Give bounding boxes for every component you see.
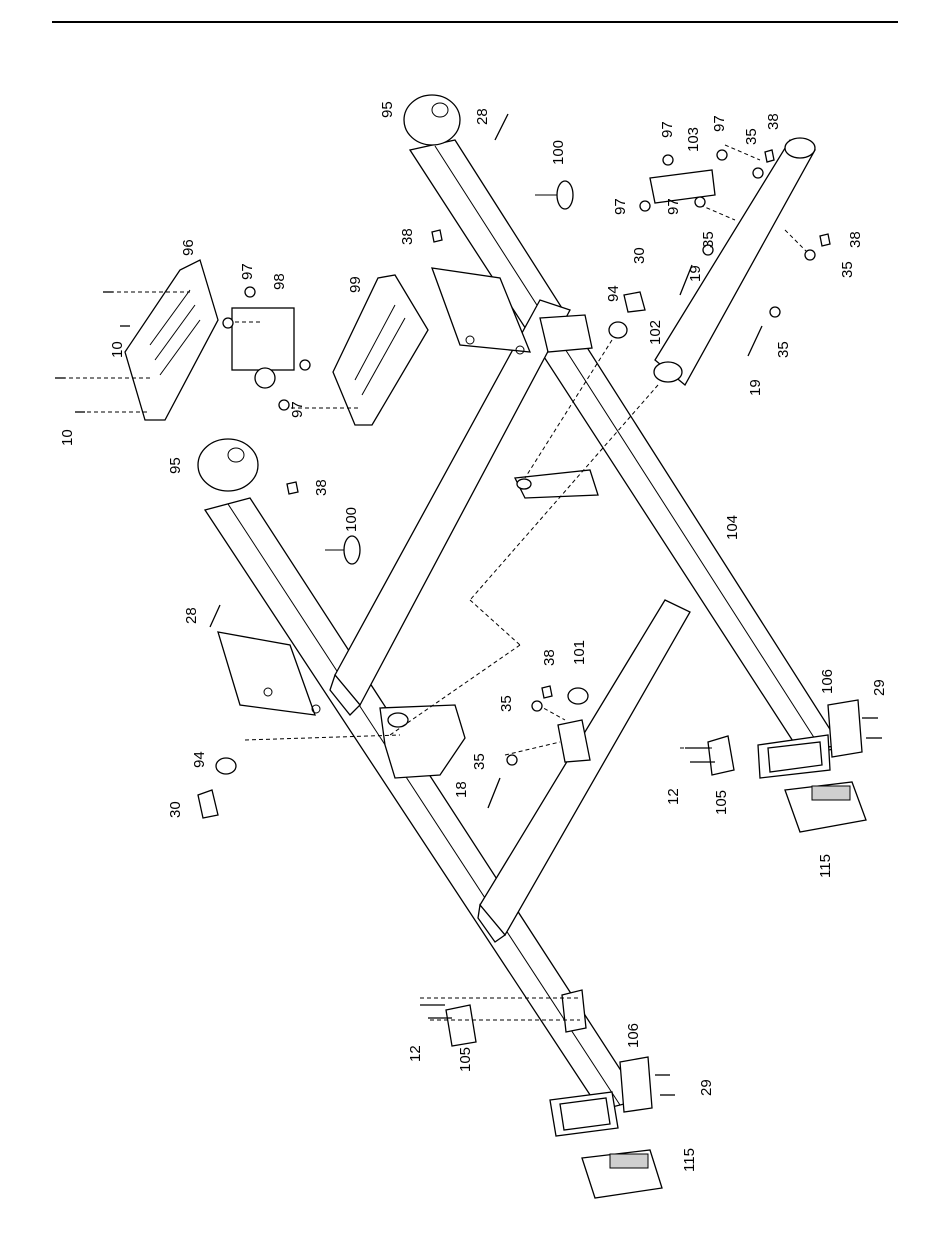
clamp-105-right bbox=[708, 736, 734, 775]
part-label: 38 bbox=[313, 479, 330, 496]
bolt-28-top bbox=[495, 114, 508, 140]
part-label: 19 bbox=[747, 379, 764, 396]
part-label: 100 bbox=[343, 507, 360, 532]
part-label: 95 bbox=[167, 457, 184, 474]
part-label: 18 bbox=[453, 781, 470, 798]
part-label: 38 bbox=[847, 231, 864, 248]
part-label: 35 bbox=[700, 231, 717, 248]
clamp-105-left bbox=[446, 1005, 476, 1046]
part-label: 97 bbox=[289, 401, 306, 418]
cover-99 bbox=[333, 275, 428, 425]
washer-94-left bbox=[216, 758, 236, 774]
part-label: 29 bbox=[871, 679, 888, 696]
part-label: 19 bbox=[687, 265, 704, 282]
knob-30-left bbox=[198, 790, 218, 818]
plate-106-right bbox=[828, 700, 862, 757]
part-label: 28 bbox=[474, 108, 491, 125]
part-label: 35 bbox=[498, 695, 515, 712]
foot-100-top bbox=[535, 181, 573, 209]
part-label: 97 bbox=[659, 121, 676, 138]
part-label: 101 bbox=[571, 640, 588, 665]
part-label: 35 bbox=[839, 261, 856, 278]
motor-98 bbox=[232, 308, 294, 388]
part-label: 96 bbox=[180, 239, 197, 256]
part-label: 97 bbox=[239, 263, 256, 280]
part-label: 100 bbox=[550, 140, 567, 165]
part-label: 104 bbox=[724, 515, 741, 540]
wheel-95-left bbox=[198, 439, 258, 491]
part-label: 38 bbox=[541, 649, 558, 666]
part-label: 28 bbox=[183, 607, 200, 624]
part-label: 38 bbox=[399, 228, 416, 245]
part-label: 38 bbox=[765, 113, 782, 130]
part-label: 35 bbox=[743, 128, 760, 145]
part-label: 115 bbox=[817, 854, 834, 878]
base-rail-left bbox=[205, 498, 640, 1136]
bolt-28-left bbox=[210, 605, 220, 627]
bushing-101 bbox=[568, 688, 588, 704]
part-label: 95 bbox=[379, 101, 396, 118]
part-label: 97 bbox=[711, 115, 728, 132]
bracket-103 bbox=[650, 170, 715, 203]
part-label: 35 bbox=[775, 341, 792, 358]
part-label: 30 bbox=[167, 801, 184, 818]
washer-94-right bbox=[609, 322, 627, 338]
part-label: 99 bbox=[347, 276, 364, 293]
part-label: 97 bbox=[665, 198, 682, 215]
part-label: 10 bbox=[59, 429, 76, 446]
part-label: 106 bbox=[625, 1023, 642, 1048]
tube-insert bbox=[540, 315, 592, 352]
part-label: 106 bbox=[819, 669, 836, 694]
foot-100-left bbox=[325, 536, 360, 564]
wheel-95-top bbox=[404, 95, 460, 145]
endcap-115-right bbox=[785, 782, 866, 832]
endcap-115-left bbox=[582, 1150, 662, 1198]
knob-30-right bbox=[624, 292, 645, 312]
part-label: 94 bbox=[605, 285, 622, 302]
part-label: 12 bbox=[407, 1045, 424, 1062]
part-label: 103 bbox=[685, 127, 702, 152]
part-label: 10 bbox=[109, 341, 126, 358]
pivot-mount bbox=[558, 720, 590, 762]
plate-106-left bbox=[620, 1057, 652, 1112]
part-label: 97 bbox=[612, 198, 629, 215]
part-label: 98 bbox=[271, 273, 288, 290]
part-label: 29 bbox=[698, 1079, 715, 1096]
part-label: 102 bbox=[647, 320, 664, 345]
part-label: 105 bbox=[457, 1047, 474, 1072]
part-label: 94 bbox=[191, 751, 208, 768]
part-label: 12 bbox=[665, 788, 682, 805]
part-label: 30 bbox=[631, 247, 648, 264]
rail-clamp-seat bbox=[562, 990, 586, 1032]
part-label: 35 bbox=[471, 753, 488, 770]
motor-cover-96 bbox=[125, 260, 218, 420]
part-label: 115 bbox=[681, 1148, 698, 1172]
part-label: 105 bbox=[713, 790, 730, 815]
